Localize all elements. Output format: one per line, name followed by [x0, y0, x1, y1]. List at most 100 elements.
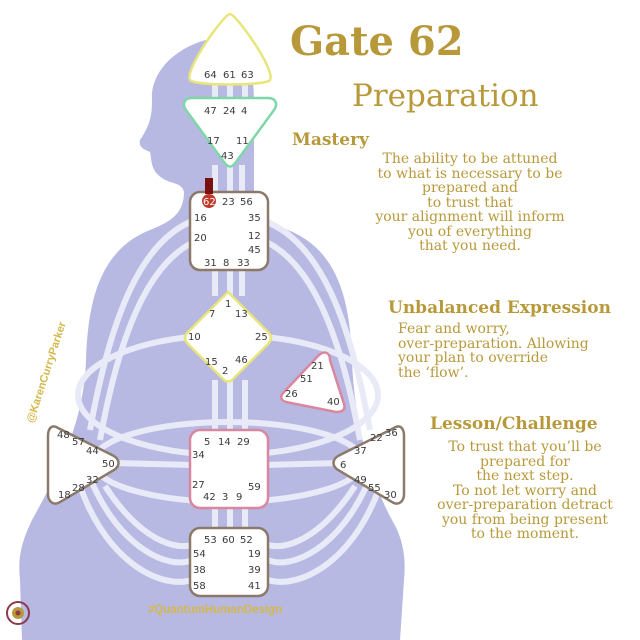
body-line: to trust that	[427, 194, 513, 211]
gate-num: 44	[86, 446, 99, 457]
body-line: you from being present	[441, 511, 609, 528]
section-body-lesson: To trust that you’ll be prepared for the…	[420, 440, 630, 542]
gate-62-marker	[205, 178, 213, 194]
gate-num: 53	[204, 535, 217, 546]
body-line: to the moment.	[470, 526, 580, 542]
body-line: your plan to override	[398, 350, 548, 366]
gate-num: 28	[72, 483, 85, 494]
gate-num: 63	[241, 70, 254, 81]
body-line: you of everything	[407, 223, 533, 240]
gate-num: 22	[370, 433, 383, 444]
gate-num: 3	[222, 492, 228, 503]
channels	[72, 80, 388, 585]
page-title: Gate 62	[290, 18, 464, 65]
gate-num: 31	[204, 258, 217, 269]
gate-num: 2	[222, 366, 228, 377]
gate-num: 42	[203, 492, 216, 503]
gate-num: 48	[57, 430, 70, 441]
gate-num: 47	[204, 106, 217, 117]
gate-num: 24	[223, 106, 236, 117]
gate-num: 10	[188, 332, 201, 343]
gate-num: 14	[218, 437, 231, 448]
body-line: Fear and worry,	[398, 321, 510, 337]
spleen-center	[46, 425, 120, 505]
gate-num: 15	[205, 357, 218, 368]
gate-num: 4	[241, 106, 247, 117]
body-line: To trust that you’ll be	[448, 439, 602, 455]
gate-num: 21	[311, 361, 324, 372]
gate-num: 50	[102, 459, 115, 470]
section-heading-mastery: Mastery	[292, 130, 369, 150]
gate-num: 16	[194, 213, 207, 224]
head-center	[188, 12, 272, 86]
body-line: your alignment will inform	[375, 209, 565, 225]
body-line: prepared for	[480, 453, 570, 470]
gate-num: 32	[86, 475, 99, 486]
gate-num: 60	[222, 535, 235, 546]
gate-num: 36	[385, 428, 398, 439]
gate-num: 39	[248, 565, 261, 576]
gate-num: 7	[209, 309, 215, 320]
gate-num: 33	[237, 258, 250, 269]
gate-num: 34	[192, 450, 205, 461]
body-line: over-preparation. Allowing	[398, 335, 589, 352]
gate-num-highlighted: 62	[203, 197, 216, 208]
gate-num: 29	[237, 437, 250, 448]
body-line: prepared and	[422, 180, 518, 196]
sacral-center	[188, 428, 270, 510]
root-center	[188, 526, 270, 598]
body-line: The ability to be attuned	[382, 151, 558, 167]
body-line: the next step.	[476, 468, 574, 484]
gate-num: 12	[248, 231, 261, 242]
gate-num: 45	[248, 245, 261, 256]
logo-icon	[6, 601, 30, 625]
gate-num: 11	[236, 136, 249, 147]
hashtag-label: #QuantumHumanDesign	[148, 604, 283, 616]
gate-num: 52	[240, 535, 253, 546]
gate-num: 35	[248, 213, 261, 224]
body-line: To not let worry and	[453, 482, 597, 499]
gate-num: 27	[192, 480, 205, 491]
gate-num: 58	[193, 581, 206, 592]
body-line: that you need.	[419, 238, 521, 254]
gate-num: 30	[384, 490, 397, 501]
gate-num: 41	[248, 581, 261, 592]
gate-num: 25	[255, 332, 268, 343]
gate-num: 9	[236, 492, 242, 503]
gate-num: 8	[223, 258, 229, 269]
gate-num: 59	[248, 482, 261, 493]
gate-num: 43	[221, 151, 234, 162]
gate-62-highlight	[202, 194, 216, 208]
gate-num: 19	[248, 549, 261, 560]
gate-num: 6	[340, 460, 346, 471]
gate-num: 38	[193, 565, 206, 576]
gate-num: 54	[193, 549, 206, 560]
heart-center	[280, 351, 346, 414]
gate-num: 20	[194, 233, 207, 244]
gate-num: 56	[240, 197, 253, 208]
ajna-center	[182, 96, 278, 168]
gate-num: 55	[368, 483, 381, 494]
throat-center	[188, 190, 270, 272]
gate-num: 64	[204, 70, 217, 81]
body-line: the ‘flow’.	[398, 364, 469, 381]
body-line: to what is necessary to be	[377, 165, 563, 182]
section-heading-lesson: Lesson/Challenge	[430, 414, 598, 434]
gate-num: 40	[327, 397, 340, 408]
gate-num: 18	[58, 490, 71, 501]
gate-num: 1	[225, 299, 231, 310]
page-subtitle: Preparation	[352, 78, 539, 114]
gate-num: 13	[235, 309, 248, 320]
g-center	[183, 290, 273, 383]
gate-num: 23	[222, 197, 235, 208]
gate-num: 61	[223, 70, 236, 81]
gate-num: 51	[300, 374, 313, 385]
section-body-mastery: The ability to be attuned to what is nec…	[320, 152, 620, 254]
section-body-unbalanced: Fear and worry, over-preparation. Allowi…	[398, 322, 628, 380]
gate-num: 37	[354, 446, 367, 457]
gate-num: 17	[207, 136, 220, 147]
gate-num: 57	[72, 437, 85, 448]
gate-num: 46	[235, 355, 248, 366]
gate-num: 49	[354, 475, 367, 486]
